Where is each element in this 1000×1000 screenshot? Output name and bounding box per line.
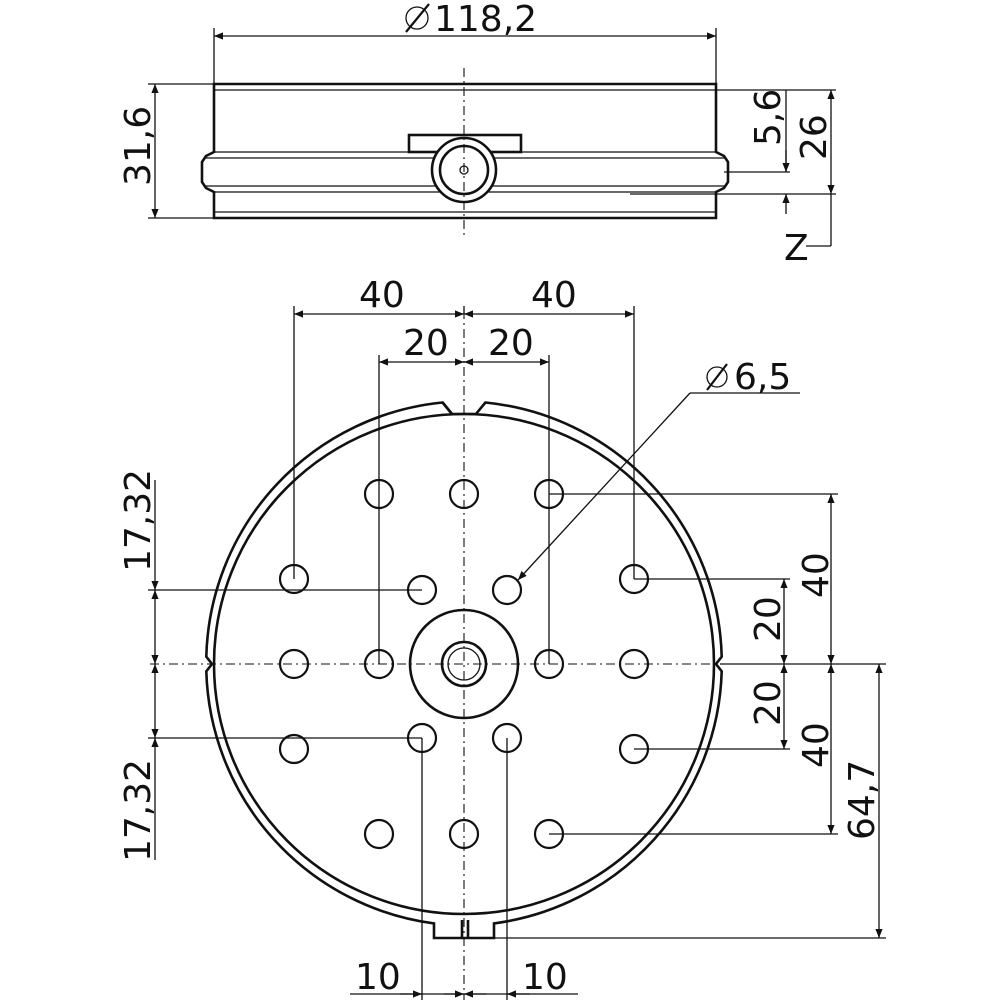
hole — [618, 648, 650, 680]
datum-label: Z — [784, 228, 809, 269]
dim-label-pitch-left: 40 — [359, 275, 405, 316]
side-view: 118,2 31,6 5,6 26 Z — [118, 0, 836, 269]
hole — [278, 733, 310, 765]
dim-label-right-upper-40: 40 — [796, 552, 837, 598]
dim-label-left-lower: 17,32 — [118, 759, 159, 862]
plate-outer-ring — [204, 401, 724, 940]
dim-label-inner-left: 20 — [403, 323, 449, 364]
dim-label-height: 31,6 — [118, 106, 159, 186]
dim-label-inner-right: 20 — [488, 323, 534, 364]
diameter-symbol-icon — [706, 363, 728, 391]
dim-label-right-lower-20: 20 — [748, 680, 789, 726]
dim-label-depth: 26 — [794, 114, 835, 160]
dim-label-diameter: 118,2 — [434, 0, 537, 40]
vacuum-holes — [278, 478, 650, 850]
hole — [448, 478, 480, 510]
dim-label-left-upper: 17,32 — [118, 469, 159, 572]
dim-label-right-lower-40: 40 — [796, 722, 837, 768]
dim-label-bottom-left: 10 — [355, 957, 401, 998]
hole — [363, 818, 395, 850]
hole — [448, 818, 480, 850]
diameter-symbol-icon — [405, 3, 430, 33]
leader-hole-diameter-arrow — [517, 392, 691, 581]
top-view: 40 40 20 20 6,5 17,32 17,32 — [118, 275, 886, 1000]
side-body-outline — [200, 82, 730, 220]
center-hub-outer — [408, 608, 520, 720]
hole — [491, 574, 523, 606]
dim-label-pitch-right: 40 — [531, 275, 577, 316]
dim-label-right-upper-20: 20 — [748, 596, 789, 642]
hole — [278, 648, 310, 680]
dim-label-hole-diameter: 6,5 — [734, 357, 791, 398]
dim-label-overall: 64,7 — [842, 760, 883, 840]
dim-label-groove: 5,6 — [748, 89, 789, 146]
top-notch-left — [441, 401, 454, 415]
dim-label-bottom-right: 10 — [522, 957, 568, 998]
